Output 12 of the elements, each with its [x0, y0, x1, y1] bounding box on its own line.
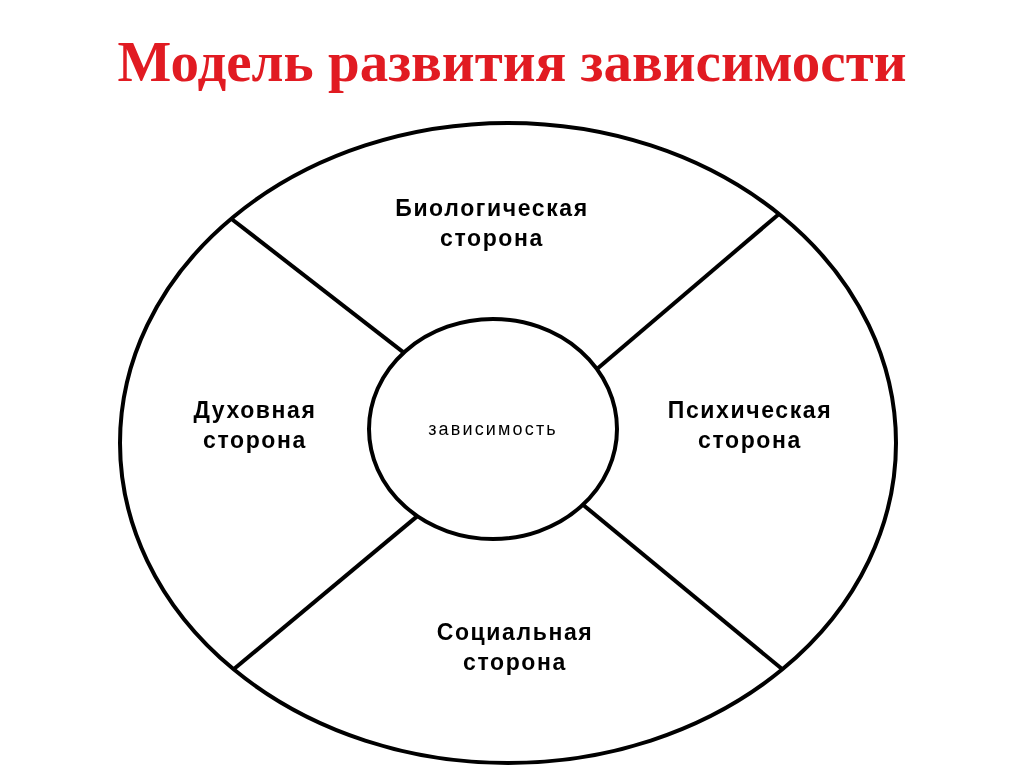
sector-label: Духовная сторона: [155, 393, 355, 457]
divider-line: [232, 514, 419, 671]
sector-label: Психическая сторона: [650, 393, 850, 457]
sector-label: Биологическая сторона: [352, 191, 632, 255]
divider-line: [230, 217, 406, 355]
sector-label: Социальная сторона: [390, 615, 640, 679]
title: Модель развития зависимости: [116, 30, 908, 94]
center-circle: [367, 317, 619, 541]
divider-line: [595, 212, 781, 371]
divider-line: [581, 503, 784, 671]
outer-ellipse: [118, 121, 898, 765]
center-label: зависимость: [428, 418, 558, 440]
